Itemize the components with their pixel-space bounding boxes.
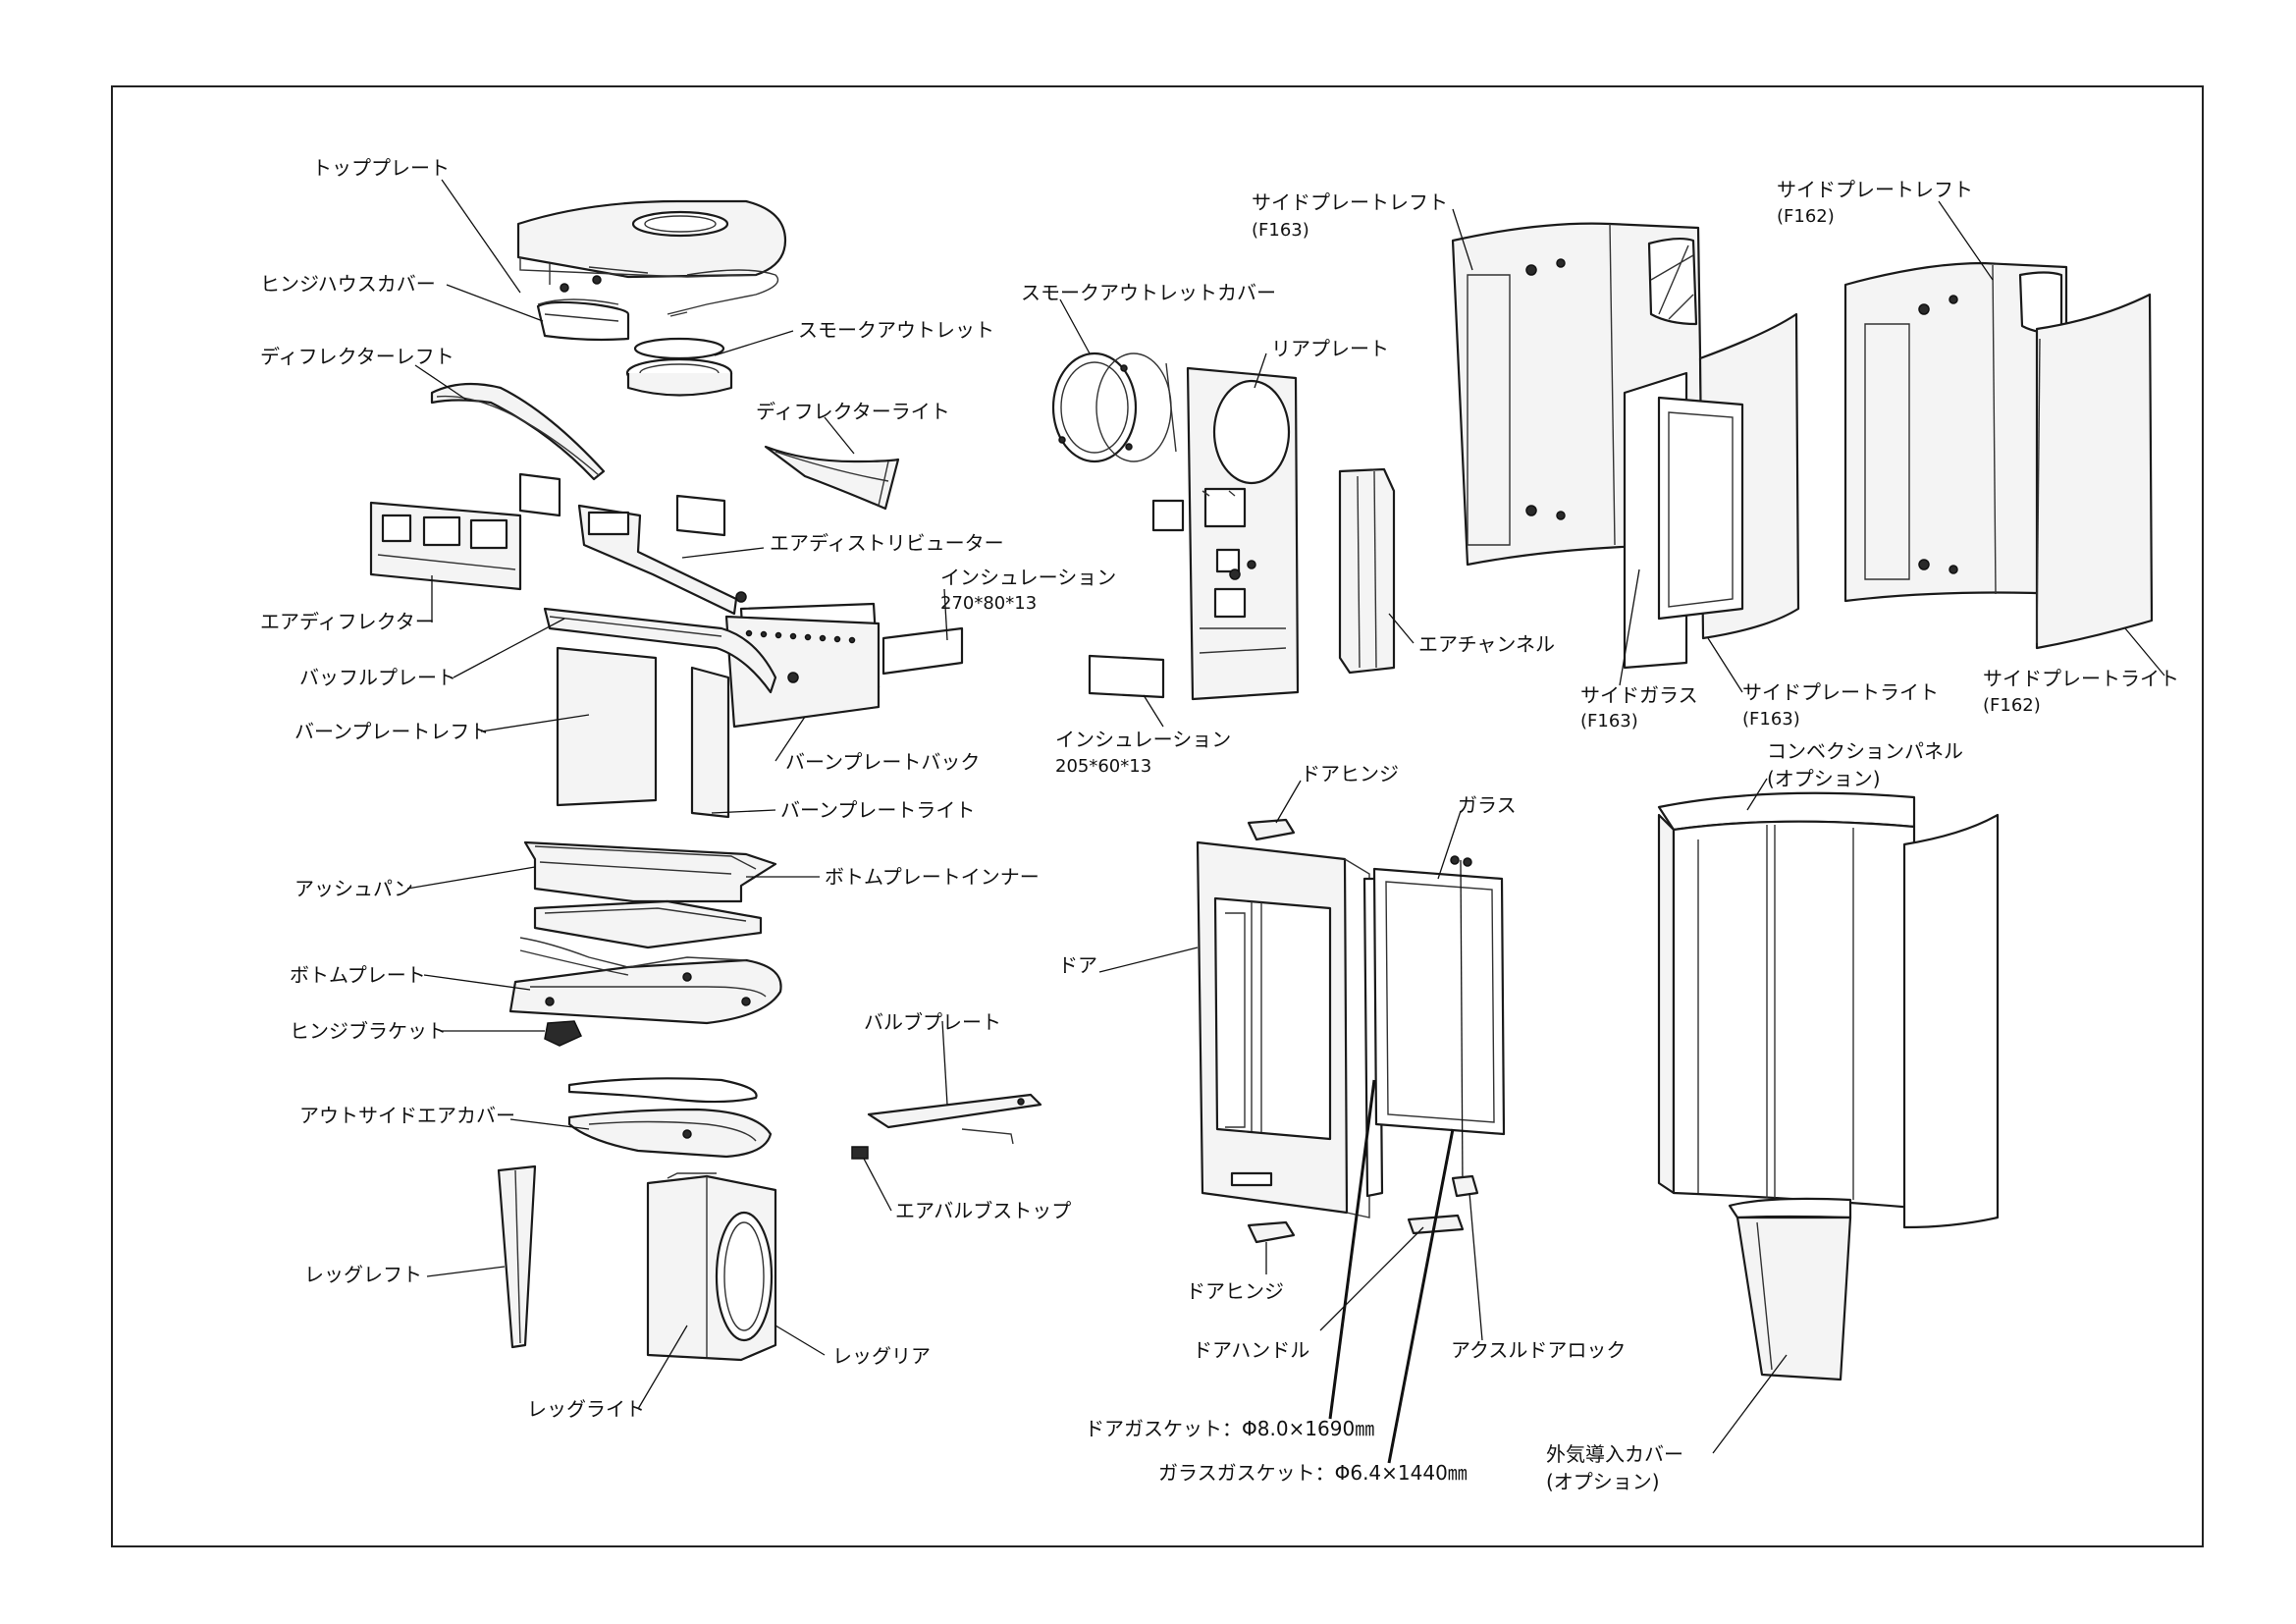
label-smoke-outlet-cover: スモークアウトレットカバー — [1021, 281, 1276, 304]
label-insulation-1-size: 270*80*13 — [940, 593, 1037, 614]
outside-air-cover-part — [567, 1077, 773, 1159]
label-convection-panel: コンベクションパネル — [1767, 739, 1963, 763]
door-hinge-bottom-part — [1247, 1220, 1296, 1244]
label-side-plate-right-f163: サイドプレートライト — [1742, 680, 1939, 704]
label-air-valve-stop: エアバルブストップ — [895, 1199, 1071, 1222]
label-side-glass: サイドガラス — [1580, 683, 1698, 707]
ash-pan-part — [523, 840, 777, 903]
axle-door-lock-part — [1451, 1174, 1479, 1198]
label-f162-a: (F162) — [1777, 206, 1835, 227]
label-burn-plate-right: バーンプレートライト — [780, 798, 975, 822]
door-part — [1196, 840, 1370, 1218]
label-valve-plate: バルブプレート — [864, 1010, 1001, 1034]
bottom-plate-part — [508, 937, 782, 1025]
label-insulation-2: インシュレーション — [1055, 728, 1231, 751]
hinge-bracket-part — [544, 1020, 582, 1047]
label-smoke-outlet: スモークアウトレット — [798, 318, 994, 342]
leg-left-part — [497, 1164, 537, 1349]
insulation-205-part — [1088, 654, 1165, 699]
glass-part — [1372, 855, 1506, 1189]
label-leg-rear: レッグリア — [832, 1344, 931, 1368]
label-insulation-1: インシュレーション — [940, 566, 1116, 589]
label-bottom-plate-inner: ボトムプレートインナー — [825, 865, 1040, 889]
insulation-270-part — [881, 626, 964, 676]
top-plate-part — [516, 199, 787, 317]
label-outside-air-cover: アウトサイドエアカバー — [299, 1104, 515, 1127]
label-axle-door-lock: アクスルドアロック — [1451, 1338, 1626, 1362]
label-air-channel: エアチャンネル — [1418, 632, 1555, 656]
burn-plate-left-part — [556, 646, 658, 807]
air-channel-part — [1338, 467, 1396, 675]
outside-air-intake-cover-part — [1728, 1197, 1852, 1381]
insulation-small-left — [518, 472, 561, 517]
label-hinge-bracket: ヒンジブラケット — [290, 1019, 447, 1043]
label-f163-b: (F163) — [1580, 711, 1638, 731]
burn-plate-right-part — [690, 666, 730, 819]
label-rear-plate: リアプレート — [1271, 337, 1389, 360]
label-f163-a: (F163) — [1252, 220, 1309, 241]
door-hinge-top-part — [1247, 818, 1296, 841]
smoke-outlet-cover-part — [1051, 352, 1177, 463]
air-deflector-part — [369, 501, 522, 591]
convection-panel-part — [1657, 791, 2000, 1229]
label-burn-plate-back: バーンプレートバック — [785, 750, 980, 774]
label-insulation-2-size: 205*60*13 — [1055, 756, 1151, 777]
label-door-hinge-bottom: ドアヒンジ — [1186, 1279, 1284, 1303]
side-plate-left-f162-part — [1843, 261, 2068, 603]
label-option-a: (オプション) — [1767, 767, 1881, 790]
part-labels: トッププレート ヒンジハウスカバー スモークアウトレット ディフレクターレフト … — [260, 156, 2179, 1493]
label-top-plate: トッププレート — [312, 156, 450, 180]
side-plate-right-f163-part — [1657, 312, 1800, 640]
air-valve-stop-part — [851, 1146, 869, 1160]
label-side-plate-right-f162: サイドプレートライト — [1983, 667, 2179, 690]
label-door-handle: ドアハンドル — [1193, 1338, 1309, 1362]
baffle-plate-part — [543, 607, 777, 694]
label-leg-right: レッグライト — [527, 1397, 645, 1421]
label-deflector-right: ディフレクターライト — [756, 400, 950, 423]
label-glass-gasket: ガラスガスケット：Φ6.4×1440㎜ — [1158, 1461, 1468, 1485]
rear-bracket — [1151, 499, 1185, 532]
rear-plate-part — [1186, 366, 1300, 701]
drawing-frame — [111, 85, 2204, 1547]
bottom-plate-inner-part — [533, 899, 763, 949]
label-leg-left: レッグレフト — [304, 1263, 422, 1286]
label-f163-c: (F163) — [1742, 709, 1800, 730]
label-air-deflector: エアディフレクター — [260, 610, 435, 633]
insulation-small-right — [675, 494, 726, 537]
label-glass: ガラス — [1458, 793, 1517, 817]
label-outside-air-intake-cover: 外気導入カバー — [1546, 1442, 1683, 1466]
label-baffle-plate: バッフルプレート — [299, 666, 456, 689]
label-deflector-left: ディフレクターレフト — [260, 345, 454, 368]
label-bottom-plate: ボトムプレート — [290, 963, 426, 987]
label-air-distributor: エアディストリビューター — [770, 531, 1004, 555]
label-ash-pan: アッシュパン — [294, 877, 413, 900]
leg-rear-part — [646, 1172, 777, 1362]
valve-plate-part — [867, 1093, 1042, 1145]
leader-lines — [406, 179, 2165, 1464]
label-door: ドア — [1058, 953, 1097, 977]
deflector-left-part — [430, 382, 606, 481]
label-door-hinge-top: ドアヒンジ — [1301, 762, 1399, 785]
smoke-outlet-part — [625, 337, 733, 397]
air-distributor-part — [577, 504, 747, 616]
label-side-plate-left-f162: サイドプレートレフト — [1777, 178, 1973, 201]
label-side-plate-left-f163: サイドプレートレフト — [1252, 190, 1448, 214]
side-plate-right-f162-part — [2035, 293, 2154, 650]
label-door-gasket: ドアガスケット：Φ8.0×1690㎜ — [1085, 1417, 1374, 1440]
burn-plate-back-part — [724, 602, 881, 729]
label-hinge-house-cover: ヒンジハウスカバー — [260, 272, 436, 296]
label-burn-plate-left: バーンプレートレフト — [294, 720, 489, 743]
hinge-house-cover-part — [536, 275, 630, 342]
label-option-b: (オプション) — [1546, 1470, 1660, 1493]
deflector-right-part — [764, 445, 900, 511]
label-f162-b: (F162) — [1983, 695, 2041, 716]
